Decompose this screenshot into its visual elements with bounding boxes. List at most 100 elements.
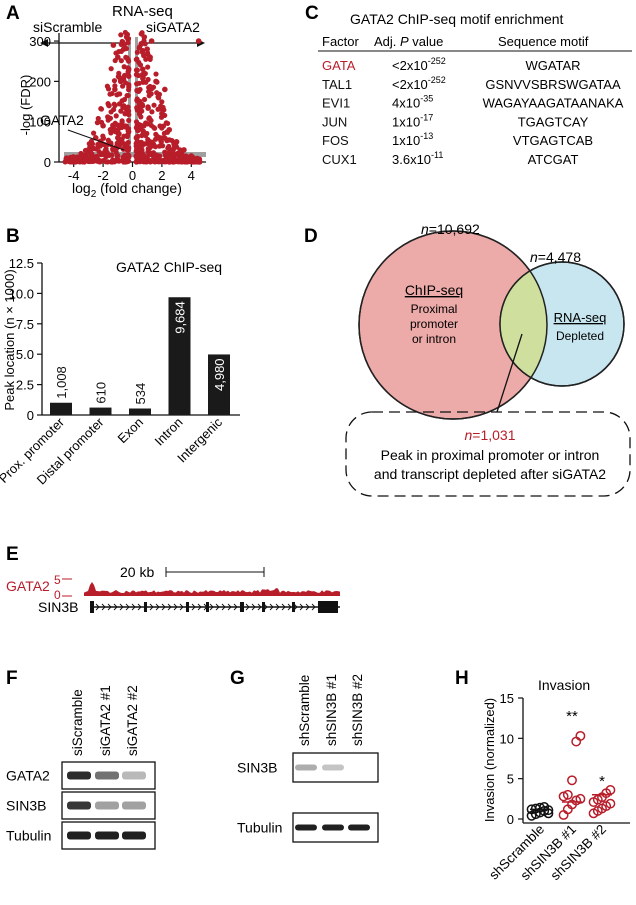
volcano-point	[166, 146, 172, 152]
volcano-gata2-pointer	[67, 129, 125, 151]
volcano-point	[119, 83, 126, 89]
blot-band	[122, 771, 146, 780]
volcano-point	[112, 102, 118, 109]
blot-band	[348, 824, 370, 831]
volcano-point	[177, 147, 183, 153]
bar-value-label: 4,980	[212, 358, 227, 391]
volcano-point	[149, 109, 155, 115]
blot-lane-label: shSIN3B #1	[324, 674, 339, 746]
volcano-point	[145, 64, 151, 70]
motif-pvalue: <2x10-252	[392, 56, 446, 73]
panel-letter-d: D	[304, 226, 318, 247]
volcano-point	[133, 56, 139, 63]
invasion-point	[575, 793, 586, 804]
volcano-point	[115, 131, 121, 137]
volcano-point	[125, 40, 131, 46]
venn-overlap-line2: and transcript depleted after siGATA2	[374, 466, 606, 482]
volcano-point	[145, 104, 151, 110]
volcano-point	[133, 67, 140, 73]
gene-exon	[206, 602, 209, 612]
bar-distal-promoter	[89, 407, 112, 415]
volcano-point	[118, 58, 124, 64]
bar-value-label: 1,008	[54, 366, 69, 399]
motif-pvalue: <2x10-252	[392, 75, 446, 92]
motif-factor-tal1: TAL1	[322, 77, 352, 92]
blot-band	[95, 801, 119, 810]
volcano-point	[110, 42, 117, 48]
volcano-point	[114, 152, 120, 158]
gene-strand-chevron	[305, 603, 310, 611]
volcano-point	[142, 41, 148, 47]
volcano-point	[133, 119, 140, 125]
panel-a: A RNA-seq siScramble siGATA2 0100200300 …	[6, 3, 206, 200]
volcano-point	[159, 99, 165, 105]
gene-strand-chevron	[191, 603, 196, 611]
volcano-point	[151, 102, 157, 108]
volcano-point	[123, 80, 129, 86]
bar-ylabel: Peak location (n × 1000)	[2, 269, 17, 410]
gene-strand-chevron	[227, 603, 232, 611]
volcano-point	[141, 53, 147, 59]
bar-value-label: 534	[133, 383, 148, 405]
volcano-point	[141, 34, 148, 40]
gene-strand-chevron	[233, 603, 238, 611]
volcano-xlabel: log2 (fold change)	[72, 180, 182, 200]
volcano-point	[141, 152, 147, 159]
volcano-point	[134, 49, 140, 55]
bar-category-label: Intron	[152, 415, 186, 449]
volcano-point	[159, 143, 166, 149]
volcano-point	[119, 119, 125, 125]
volcano-point	[117, 91, 123, 97]
volcano-point	[126, 117, 132, 124]
motif-table-title: GATA2 ChIP-seq motif enrichment	[350, 11, 564, 27]
motif-sequence: WAGAYAAGATAANAKA	[483, 96, 624, 111]
volcano-point	[113, 113, 119, 119]
invasion-y-tick-label: 0	[507, 812, 514, 827]
venn-chip-title: ChIP-seq	[405, 282, 463, 298]
volcano-point	[118, 108, 124, 114]
volcano-point	[137, 62, 144, 68]
volcano-point	[135, 153, 141, 159]
bar-category-label: Prox. promoter	[0, 414, 68, 486]
motif-header-factor: Factor	[322, 34, 360, 49]
volcano-point	[140, 103, 146, 109]
gene-strand-chevron	[245, 603, 250, 611]
gene-strand-chevron	[197, 603, 202, 611]
volcano-right-label: siGATA2	[146, 19, 200, 35]
volcano-point	[109, 159, 115, 165]
motif-pvalue: 3.6x10-11	[392, 150, 443, 167]
volcano-point	[139, 66, 146, 73]
panel-b: B GATA2 ChIP-seq 02.55.07.510.012.5 1,00…	[0, 226, 240, 487]
volcano-point	[108, 140, 114, 146]
volcano-point	[115, 135, 121, 141]
invasion-y-tick-label: 15	[500, 691, 514, 706]
volcano-point	[98, 106, 105, 112]
venn-overlap-line1: Peak in proximal promoter or intron	[381, 447, 600, 463]
volcano-point	[133, 134, 139, 140]
volcano-point	[115, 54, 121, 60]
volcano-point	[190, 157, 196, 164]
volcano-point	[115, 126, 121, 133]
volcano-point	[122, 110, 128, 117]
invasion-sig-group1: **	[566, 708, 578, 725]
gene-exon	[144, 602, 147, 612]
panel-e: E 20 kb GATA2 5 0 SIN3B	[6, 544, 340, 615]
gene-strand-chevron	[113, 603, 118, 611]
volcano-point	[160, 104, 166, 110]
volcano-point	[155, 106, 161, 112]
bar-y-tick-label: 2.5	[16, 378, 34, 393]
gene-strand-chevron	[269, 603, 274, 611]
volcano-point	[149, 150, 155, 157]
volcano-point	[136, 80, 142, 86]
volcano-point	[107, 91, 113, 97]
volcano-point	[133, 72, 140, 78]
gene-strand-chevron	[299, 603, 304, 611]
volcano-point	[148, 38, 155, 44]
volcano-point	[99, 158, 105, 164]
panel-letter-a: A	[6, 3, 20, 24]
invasion-ylabel: Invasion (normalized)	[482, 698, 497, 822]
